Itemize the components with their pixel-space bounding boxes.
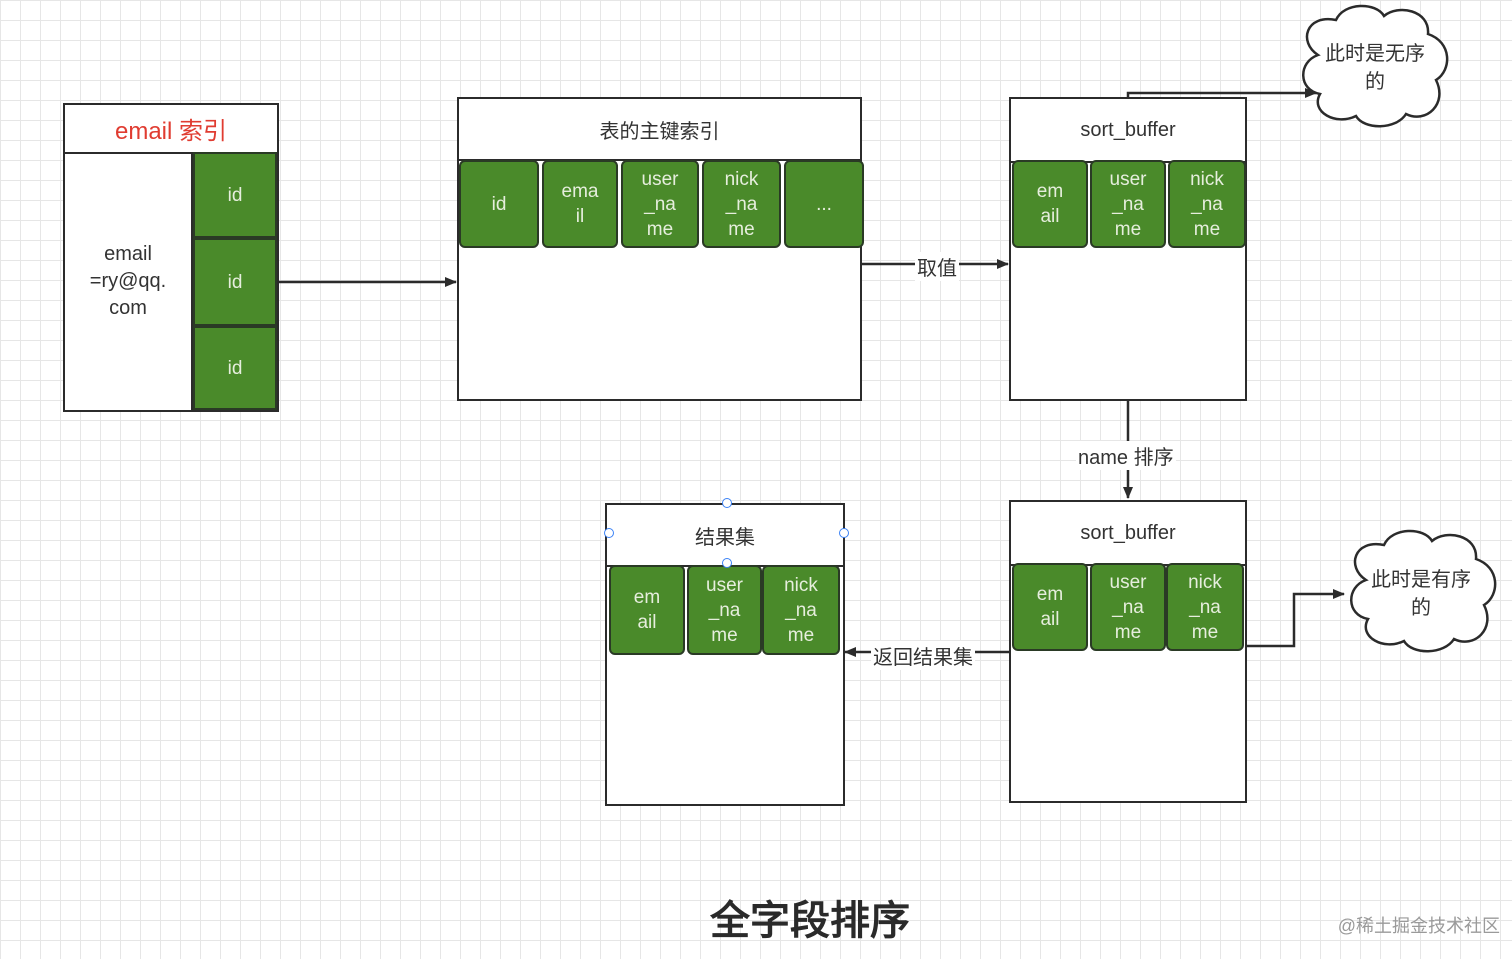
sort-buffer-top-col-user-name: user _na me bbox=[1090, 160, 1166, 248]
sort-buffer-bottom-title: sort_buffer bbox=[1011, 502, 1245, 566]
cloud-shape-ordered bbox=[1350, 529, 1497, 653]
edge-label-return-result: 返回结果集 bbox=[871, 641, 975, 670]
result-set-col-nick-name: nick _na me bbox=[762, 565, 840, 655]
sort-buffer-bottom-box: sort_buffer bbox=[1009, 500, 1247, 803]
selection-handle-left[interactable] bbox=[604, 528, 614, 538]
sort-buffer-top-col-email: em ail bbox=[1012, 160, 1088, 248]
email-index-title: email 索引 bbox=[65, 105, 277, 154]
diagram-caption: 全字段排序 bbox=[710, 899, 910, 943]
email-key-value: email =ry@qq. com bbox=[65, 152, 193, 410]
primary-col-email: ema il bbox=[542, 160, 618, 248]
arrow-to-unordered-cloud bbox=[1126, 88, 1317, 98]
sort-buffer-bottom-col-nick-name: nick _na me bbox=[1166, 563, 1244, 651]
email-index-box: email 索引 email =ry@qq. com id id id bbox=[63, 103, 279, 412]
sort-buffer-top-title: sort_buffer bbox=[1011, 99, 1245, 163]
primary-col-id: id bbox=[459, 160, 539, 248]
cloud-note-unordered: 此时是无序 的 bbox=[1325, 43, 1425, 93]
primary-col-nick-name: nick _na me bbox=[702, 160, 781, 248]
primary-index-box: 表的主键索引 bbox=[457, 97, 862, 401]
primary-index-title: 表的主键索引 bbox=[459, 99, 860, 161]
cloud-note-ordered: 此时是有序 的 bbox=[1371, 569, 1471, 619]
email-index-id-cell: id bbox=[193, 152, 277, 238]
primary-col-more: ... bbox=[784, 160, 864, 248]
watermark: @稀土掘金技术社区 bbox=[1337, 916, 1500, 936]
edge-label-name-sort: name 排序 bbox=[1076, 441, 1176, 470]
edge-label-fetch-value: 取值 bbox=[915, 252, 959, 281]
selection-handle-bottom[interactable] bbox=[722, 558, 732, 568]
sort-buffer-bottom-col-user-name: user _na me bbox=[1090, 563, 1166, 651]
primary-col-user-name: user _na me bbox=[621, 160, 699, 248]
cloud-shape-unordered bbox=[1302, 4, 1449, 128]
email-index-id-cell: id bbox=[193, 238, 277, 326]
sort-buffer-top-box: sort_buffer bbox=[1009, 97, 1247, 401]
result-set-col-user-name: user _na me bbox=[687, 565, 762, 655]
arrow-to-ordered-cloud bbox=[1246, 589, 1345, 648]
result-set-col-email: em ail bbox=[609, 565, 685, 655]
selection-handle-right[interactable] bbox=[839, 528, 849, 538]
email-index-id-cell: id bbox=[193, 326, 277, 410]
selection-handle-top[interactable] bbox=[722, 498, 732, 508]
sort-buffer-top-col-nick-name: nick _na me bbox=[1168, 160, 1246, 248]
sort-buffer-bottom-col-email: em ail bbox=[1012, 563, 1088, 651]
